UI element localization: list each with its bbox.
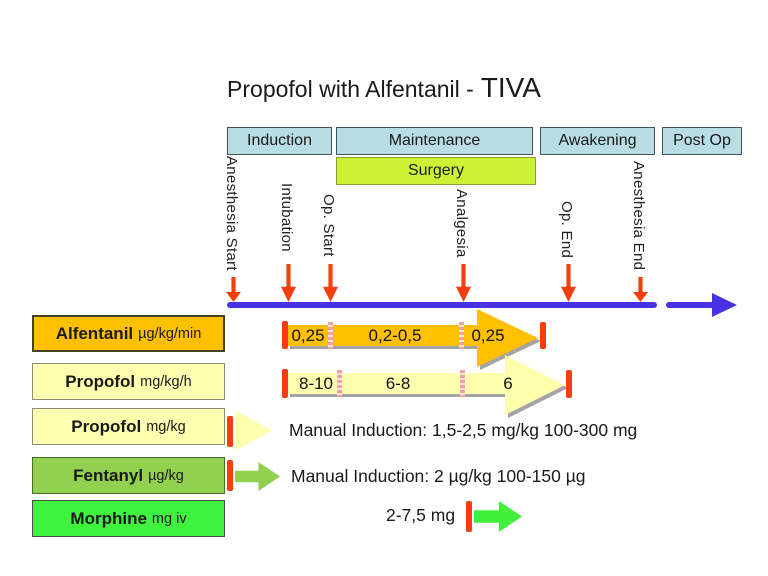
- drug-unit: mg/kg: [146, 418, 186, 435]
- propofol-rate-3: 6: [503, 374, 513, 393]
- drug-box-fentanyl: Fentanyl µg/kg: [32, 457, 225, 494]
- down-arrow-icon-anesthesia-end: [633, 277, 648, 302]
- marker-label-anesthesia-end: Anesthesia End: [630, 161, 647, 271]
- bolus-tick-fentanyl: [227, 460, 233, 491]
- bolus-note-fentanyl: Manual Induction: 2 µg/kg 100-150 µg: [291, 466, 586, 486]
- drug-box-alfentanil: Alfentanil µg/kg/min: [32, 315, 225, 352]
- drug-name: Propofol: [71, 416, 142, 436]
- phase-box-postop: Post Op: [662, 127, 742, 155]
- rate-change-divider: [459, 322, 464, 349]
- propofol-rate-1: 8-10: [298, 374, 334, 393]
- marker-label-intubation: Intubation: [278, 183, 295, 252]
- down-arrow-icon-analgesia: [456, 264, 471, 302]
- down-arrow-icon-anesthesia-start: [226, 277, 241, 302]
- phase-label-maintenance: Maintenance: [388, 132, 481, 149]
- alfentanil-rate-1: 0,25: [291, 326, 325, 345]
- drug-box-morphine: Morphine mg iv: [32, 500, 225, 537]
- bolus-tick-morphine: [466, 501, 472, 532]
- rate-change-divider: [460, 370, 465, 397]
- drug-name: Alfentanil: [55, 323, 134, 343]
- infusion-end-tick: [566, 370, 572, 398]
- surgery-box: Surgery: [336, 157, 536, 185]
- down-arrow-icon-op-start: [323, 264, 338, 302]
- phase-label-induction: Induction: [247, 132, 312, 149]
- drug-box-propofol-infusion: Propofol mg/kg/h: [32, 363, 225, 400]
- bolus-note-propofol: Manual Induction: 1,5-2,5 mg/kg 100-300 …: [289, 420, 638, 440]
- marker-label-op-end: Op. End: [558, 201, 575, 259]
- bolus-arrow-icon-propofol: [236, 411, 272, 450]
- infusion-start-tick: [282, 369, 288, 398]
- drug-unit: µg/kg: [148, 467, 184, 484]
- alfentanil-rate-3: 0,25: [471, 326, 505, 345]
- marker-label-op-start: Op. Start: [320, 194, 337, 257]
- timeline-segment-tail: [666, 302, 714, 308]
- bolus-tick-propofol: [227, 416, 233, 447]
- drug-name: Fentanyl: [73, 465, 144, 485]
- phase-label-postop: Post Op: [673, 132, 731, 149]
- bolus-arrow-icon-fentanyl: [235, 462, 280, 491]
- page-title-emphasis: TIVA: [480, 72, 541, 103]
- rate-change-divider: [328, 322, 333, 349]
- down-arrow-icon-intubation: [281, 264, 296, 302]
- marker-label-analgesia: Analgesia: [453, 189, 470, 258]
- alfentanil-rate-2: 0,2-0,5: [368, 326, 422, 345]
- phase-label-awakening: Awakening: [558, 132, 637, 149]
- phase-box-induction: Induction: [227, 127, 332, 155]
- timeline-arrowhead-icon: [712, 293, 737, 317]
- rate-change-divider: [337, 370, 342, 397]
- drug-unit: µg/kg/min: [138, 325, 202, 342]
- infusion-arrow-alfentanil: [287, 309, 538, 367]
- drug-name: Morphine: [70, 508, 147, 528]
- infusion-bar-body: [287, 325, 477, 346]
- infusion-arrowhead-icon: [505, 355, 565, 415]
- phase-box-maintenance: Maintenance: [336, 127, 533, 155]
- phase-box-awakening: Awakening: [540, 127, 655, 155]
- infusion-start-tick: [282, 321, 288, 349]
- marker-label-anesthesia-start: Anesthesia Start: [223, 156, 240, 271]
- drug-unit: mg iv: [151, 510, 187, 527]
- drug-box-propofol-bolus: Propofol mg/kg: [32, 408, 225, 445]
- infusion-end-tick: [540, 322, 546, 349]
- bolus-note-morphine: 2-7,5 mg: [386, 505, 456, 525]
- drug-unit: mg/kg/h: [140, 373, 192, 390]
- page-title: Propofol with Alfentanil -TIVA: [0, 72, 768, 104]
- bolus-arrow-icon-morphine: [474, 501, 522, 532]
- surgery-label: Surgery: [407, 162, 465, 179]
- drug-name: Propofol: [65, 371, 136, 391]
- down-arrow-icon-op-end: [561, 264, 576, 302]
- page-title-main: Propofol with Alfentanil -: [227, 76, 474, 102]
- propofol-rate-2: 6-8: [385, 374, 411, 393]
- timeline-segment-main: [227, 302, 657, 308]
